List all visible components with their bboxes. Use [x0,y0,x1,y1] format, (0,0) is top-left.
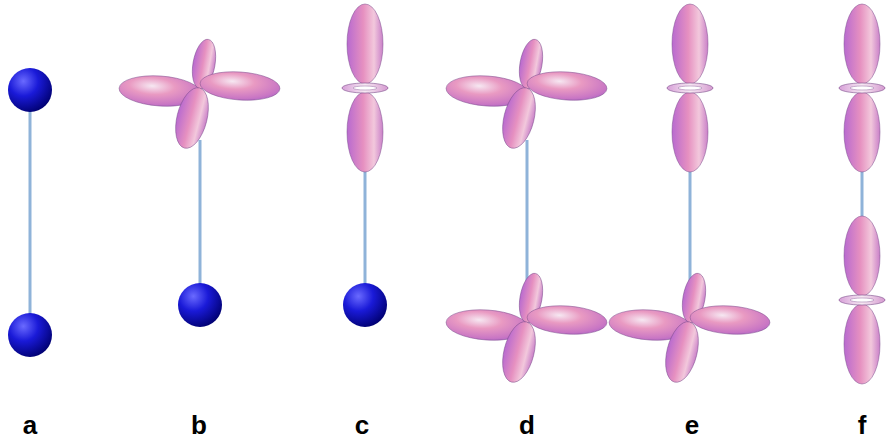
s-orbital-sphere [178,283,222,327]
s-orbital-sphere [343,283,387,327]
d-orbital-clover [445,271,608,385]
panel-letter: e [685,412,699,438]
dz2-orbital [839,4,885,172]
bond-line [689,170,692,295]
s-orbital-sphere [8,68,52,112]
bond-line [199,140,202,305]
panel-letter: b [191,412,207,438]
bond-line [29,90,32,335]
panel-letter: a [23,412,37,438]
dz2-orbital [342,4,388,172]
s-orbital-sphere [8,313,52,357]
d-orbital-clover [608,271,771,385]
dz2-orbital [839,216,885,384]
panel-letter: f [858,412,867,438]
bond-lines [30,90,862,335]
dz2-orbital [667,4,713,172]
d-orbital-clover [445,37,608,151]
d-orbital-clover [118,37,281,151]
panel-letter: d [519,412,535,438]
panel-letter: c [355,412,369,438]
bond-line [526,140,529,295]
